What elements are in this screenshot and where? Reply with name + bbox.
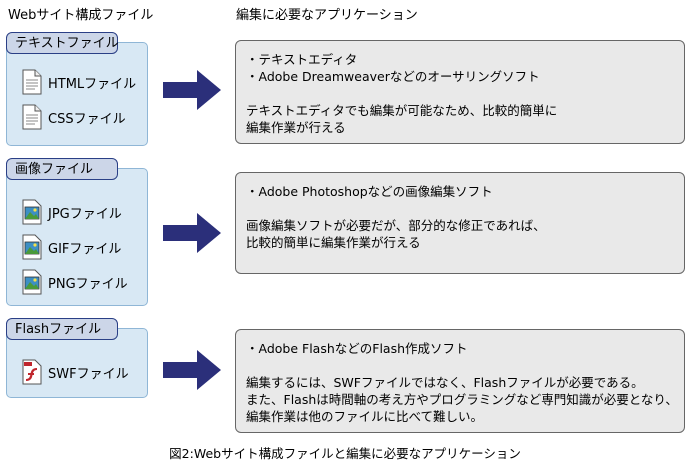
- text-files-tab: テキストファイル: [6, 32, 119, 54]
- flash-files-description: ・Adobe FlashなどのFlash作成ソフト 編集するには、SWFファイル…: [235, 329, 685, 433]
- text-document-icon: [22, 69, 42, 95]
- flash-file-icon: [22, 359, 42, 385]
- app-line: ・Adobe Dreamweaverなどのオーサリングソフト: [246, 69, 540, 84]
- flash-files-tab: Flashファイル: [6, 318, 118, 340]
- file-item-swf: SWFファイル: [22, 358, 129, 386]
- file-label: PNGファイル: [48, 276, 128, 292]
- arrow-icon: [163, 213, 221, 253]
- file-label: HTMLファイル: [48, 76, 137, 92]
- note-line: 比較的簡単に編集作業が行える: [246, 235, 421, 250]
- image-file-icon: [22, 269, 42, 295]
- note-line: 画像編集ソフトが必要だが、部分的な修正であれば、: [246, 218, 546, 233]
- file-label: JPGファイル: [48, 206, 122, 222]
- image-file-icon: [22, 199, 42, 225]
- image-files-tab: 画像ファイル: [6, 158, 118, 180]
- arrow-icon: [163, 350, 221, 390]
- image-file-icon: [22, 234, 42, 260]
- right-heading: 編集に必要なアプリケーション: [236, 8, 418, 23]
- app-line: ・テキストエディタ: [246, 52, 358, 67]
- note-line: 編集するには、SWFファイルではなく、Flashファイルが必要である。: [246, 375, 644, 390]
- file-item-css: CSSファイル: [22, 103, 126, 131]
- note-line: 編集作業は他のファイルに比べて難しい。: [246, 409, 484, 424]
- figure-caption: 図2:Webサイト構成ファイルと編集に必要なアプリケーション: [169, 446, 521, 461]
- left-heading: Webサイト構成ファイル: [8, 8, 154, 23]
- arrow-icon: [163, 70, 221, 110]
- app-line: ・Adobe Photoshopなどの画像編集ソフト: [246, 184, 493, 199]
- file-item-gif: GIFファイル: [22, 233, 121, 261]
- app-line: ・Adobe FlashなどのFlash作成ソフト: [246, 341, 468, 356]
- file-item-html: HTMLファイル: [22, 68, 136, 96]
- note-line: また、Flashは時間軸の考え方やプログラミングなど専門知識が必要となり、: [246, 392, 678, 407]
- file-item-png: PNGファイル: [22, 268, 128, 296]
- file-label: GIFファイル: [48, 241, 122, 257]
- file-label: CSSファイル: [48, 111, 126, 127]
- image-files-description: ・Adobe Photoshopなどの画像編集ソフト 画像編集ソフトが必要だが、…: [235, 172, 685, 274]
- note-line: 編集作業が行える: [246, 120, 346, 135]
- note-line: テキストエディタでも編集が可能なため、比較的簡単に: [246, 103, 558, 118]
- file-item-jpg: JPGファイル: [22, 198, 122, 226]
- text-document-icon: [22, 104, 42, 130]
- file-label: SWFファイル: [48, 366, 129, 382]
- text-files-description: ・テキストエディタ ・Adobe Dreamweaverなどのオーサリングソフト…: [235, 40, 685, 144]
